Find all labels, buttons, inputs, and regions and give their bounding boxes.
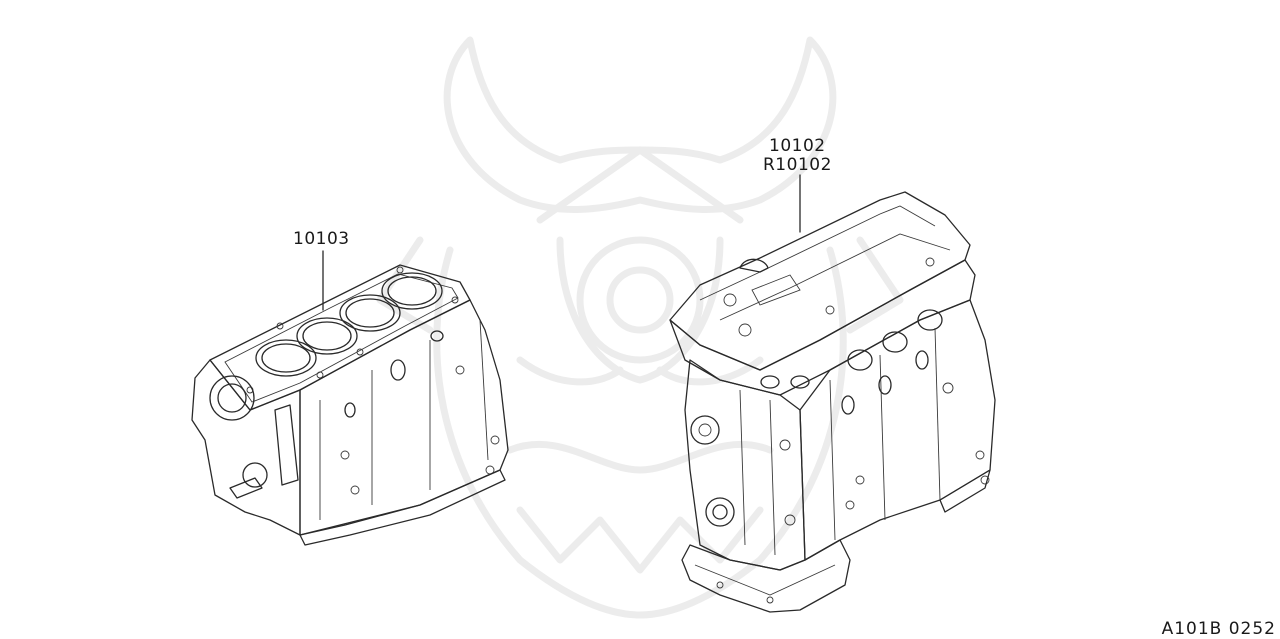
callout-r10102: R10102 [763,155,832,175]
callout-10103: 10103 [293,229,350,249]
callout-10102: 10102 [769,136,826,156]
figure-code: A101B 0252 [1161,619,1276,639]
short-block-drawing [191,250,509,546]
samurai-helmet-icon [376,36,904,619]
engine-assembly-drawing [669,174,996,613]
